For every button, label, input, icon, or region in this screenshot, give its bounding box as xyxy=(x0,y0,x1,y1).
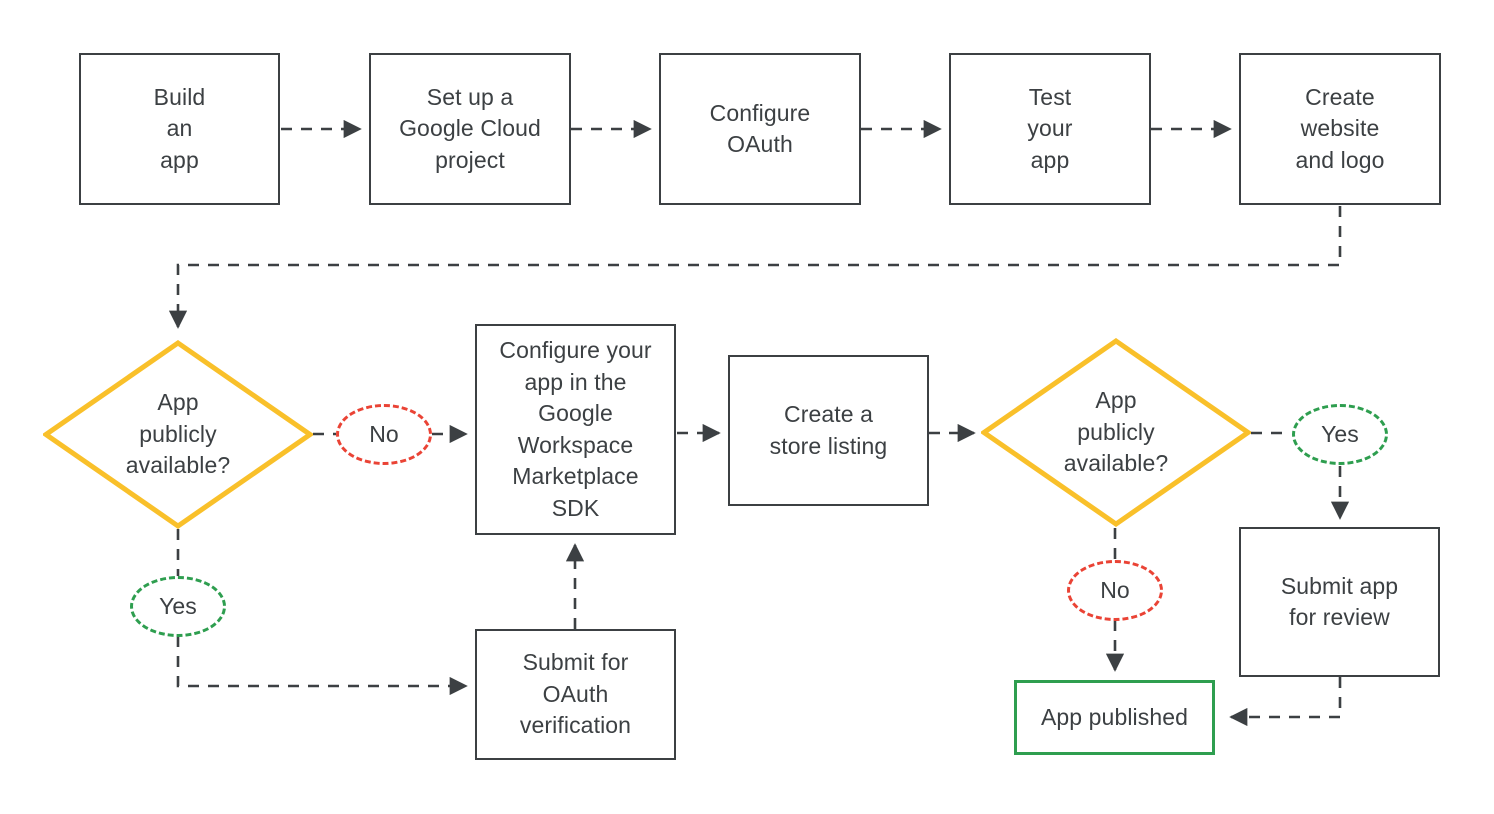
edge-label-text: No xyxy=(369,421,399,447)
node-configure-app-in-marketplace-sdk[interactable]: Configure your app in the Google Workspa… xyxy=(475,324,676,535)
node-label: Create website and logo xyxy=(1295,83,1385,173)
node-label: App publicly available? xyxy=(1063,387,1169,477)
node-submit-app-for-review[interactable]: Submit app for review xyxy=(1239,527,1440,677)
node-label: App publicly available? xyxy=(125,389,231,479)
node-label: Set up a Google Cloud project xyxy=(399,83,541,173)
node-label: App published xyxy=(1040,703,1189,730)
node-build-an-app[interactable]: Build an app xyxy=(79,53,280,205)
edge-review-to-published xyxy=(1229,677,1342,727)
edge-label-right-yes: Yes xyxy=(1292,404,1388,465)
node-app-published[interactable]: App published xyxy=(1014,680,1215,755)
edge-label-right-no: No xyxy=(1067,560,1163,621)
node-configure-oauth[interactable]: Configure OAuth xyxy=(659,53,861,205)
node-test-your-app[interactable]: Test your app xyxy=(949,53,1151,205)
edge-label-left-no: No xyxy=(336,404,432,465)
edge-decision-left-yes-b xyxy=(176,636,468,696)
node-label: Test your app xyxy=(1027,83,1073,173)
node-decision-app-publicly-available-left[interactable]: App publicly available? xyxy=(43,340,313,529)
diamond-shape xyxy=(43,340,313,529)
node-label: Submit for OAuth verification xyxy=(519,649,632,739)
edge-label-text: Yes xyxy=(1321,421,1359,447)
node-label: Configure OAuth xyxy=(709,99,811,158)
node-label: Create a store listing xyxy=(769,401,888,459)
diamond-shape xyxy=(981,338,1251,527)
edge-website-to-decision-left xyxy=(168,206,1342,329)
node-submit-for-oauth-verification[interactable]: Submit for OAuth verification xyxy=(475,629,676,760)
node-set-up-google-cloud-project[interactable]: Set up a Google Cloud project xyxy=(369,53,571,205)
node-label: Submit app for review xyxy=(1280,572,1399,631)
node-create-website-and-logo[interactable]: Create website and logo xyxy=(1239,53,1441,205)
node-label: Build an app xyxy=(153,83,206,173)
edge-label-text: No xyxy=(1100,577,1130,603)
edge-label-text: Yes xyxy=(159,593,197,619)
edge-label-left-yes: Yes xyxy=(130,576,226,637)
node-label: Configure your app in the Google Workspa… xyxy=(499,337,652,521)
node-decision-app-publicly-available-right[interactable]: App publicly available? xyxy=(981,338,1251,527)
node-create-a-store-listing[interactable]: Create a store listing xyxy=(728,355,929,506)
